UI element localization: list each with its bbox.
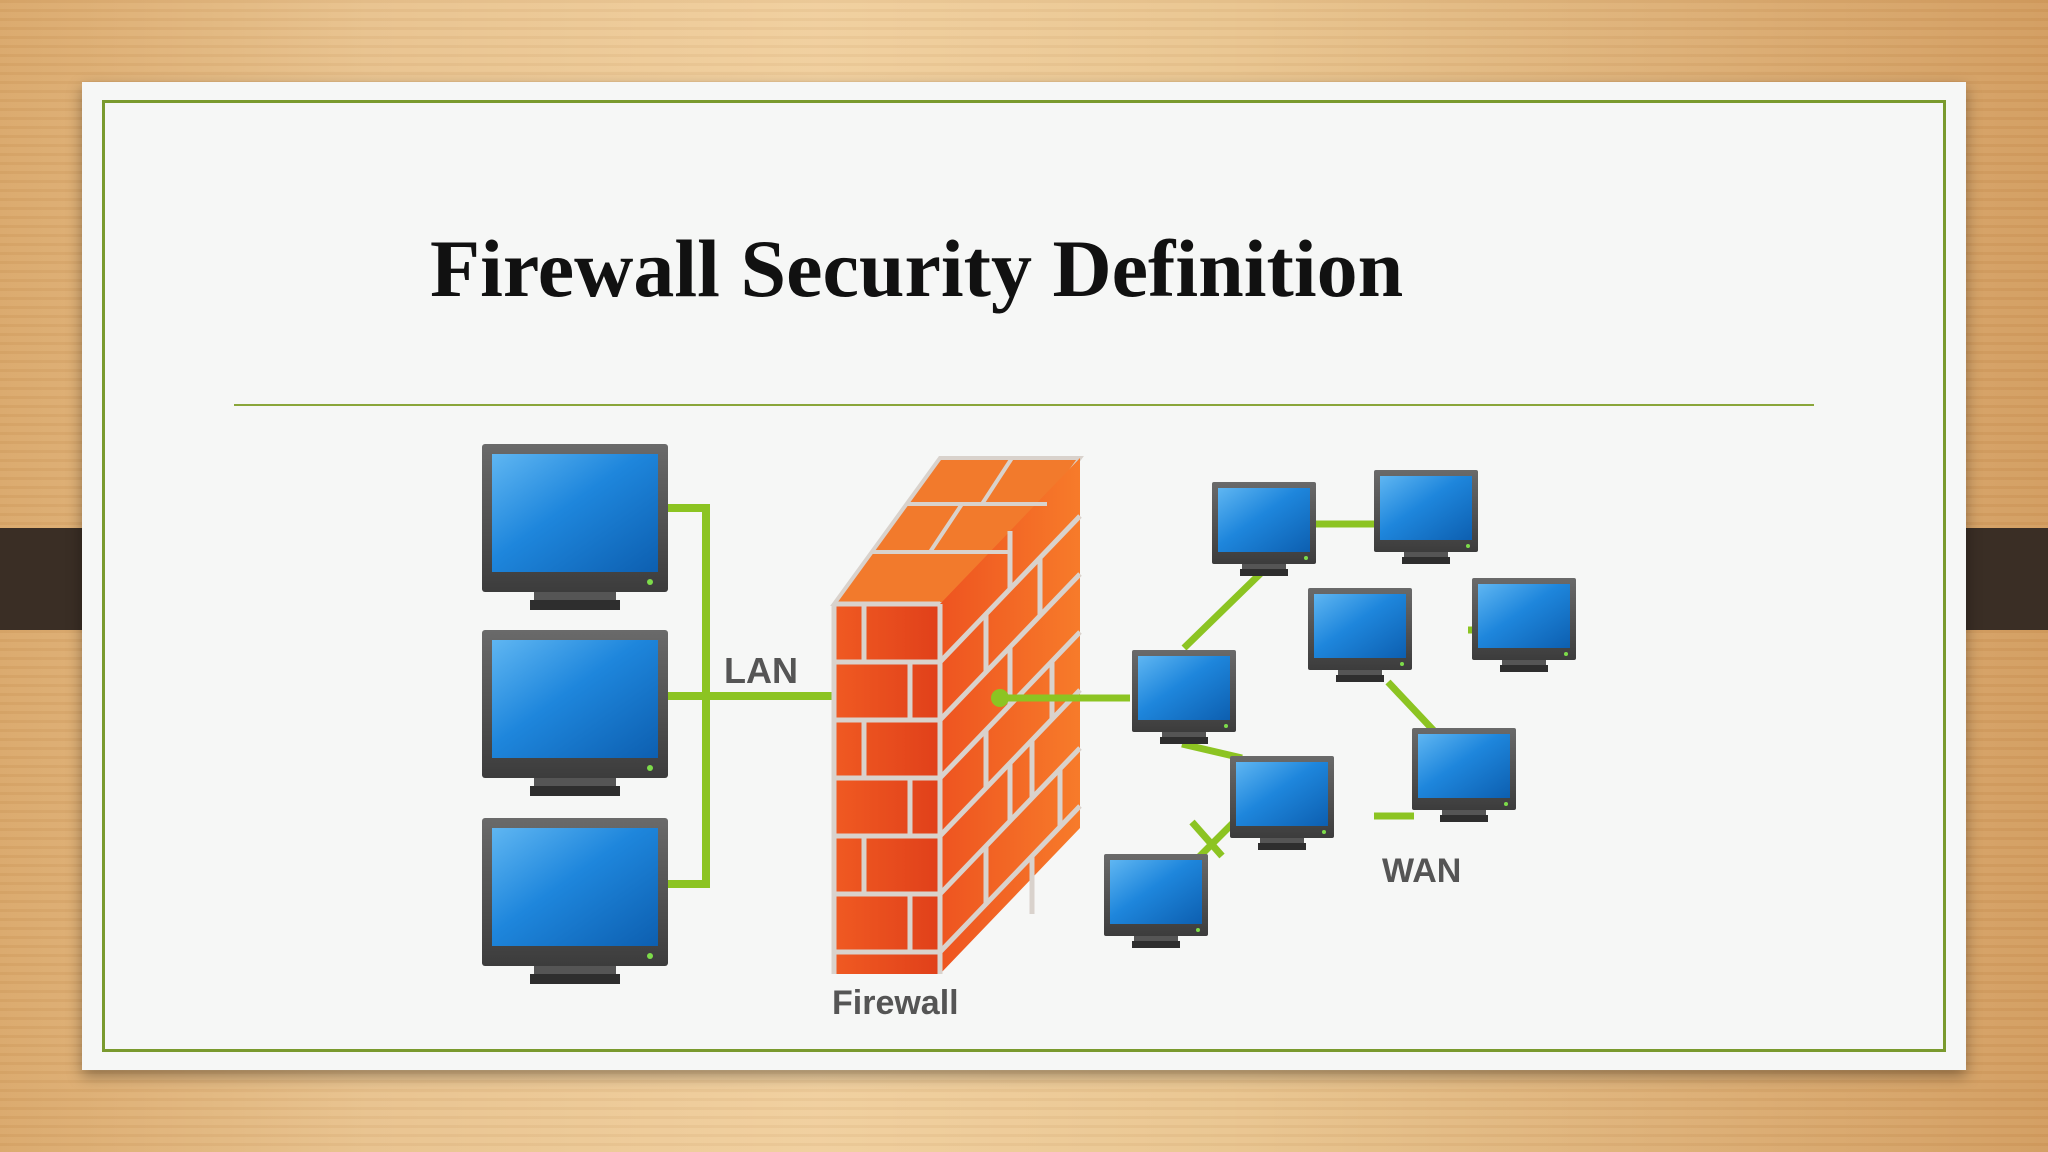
wan-computer-4-icon bbox=[1308, 588, 1412, 682]
wan-computer-3-icon bbox=[1374, 470, 1478, 564]
slide-border bbox=[102, 100, 1946, 1052]
wan-computer-1-icon bbox=[1132, 650, 1236, 744]
wan-computer-5-icon bbox=[1472, 578, 1576, 672]
firewall-port-icon bbox=[991, 689, 1009, 707]
firewall-label: Firewall bbox=[832, 984, 959, 1022]
lan-computer-2-icon bbox=[482, 630, 668, 796]
lan-connections bbox=[668, 504, 840, 888]
lan-computer-1-icon bbox=[482, 444, 668, 610]
wan-computer-7-icon bbox=[1412, 728, 1516, 822]
wan-computer-2-icon bbox=[1212, 482, 1316, 576]
firewall-network-diagram: LAN bbox=[482, 444, 1576, 1022]
wan-computer-6-icon bbox=[1230, 756, 1334, 850]
wan-label: WAN bbox=[1382, 852, 1461, 890]
firewall-wall-icon bbox=[830, 456, 1084, 974]
title-divider bbox=[234, 404, 1814, 406]
slide: Firewall Security Definition bbox=[82, 82, 1966, 1070]
lan-label: LAN bbox=[724, 650, 798, 691]
slide-title: Firewall Security Definition bbox=[430, 223, 1404, 314]
wan-connections bbox=[1000, 520, 1522, 875]
lan-computer-3-icon bbox=[482, 818, 668, 984]
wan-computer-8-icon bbox=[1104, 854, 1208, 948]
